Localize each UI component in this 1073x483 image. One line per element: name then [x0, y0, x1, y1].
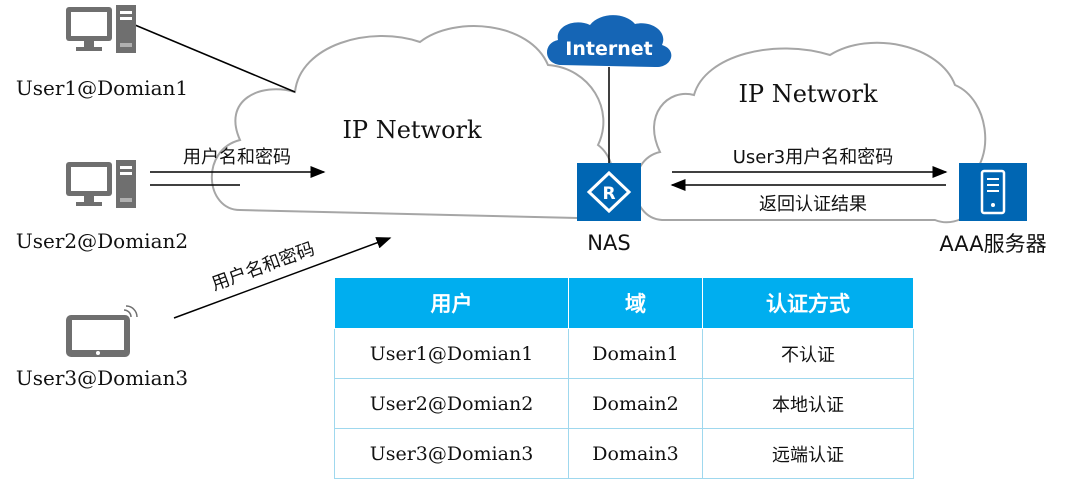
nas-to-aaa-label: User3用户名和密码 [733, 147, 893, 168]
router-icon: R [577, 163, 641, 221]
cell-domain: Domain1 [568, 328, 703, 379]
user3-label: User3@Domian3 [16, 366, 188, 390]
nas-label: NAS [587, 231, 630, 255]
header-auth-method: 认证方式 [702, 277, 914, 329]
internet-cloud [546, 15, 672, 68]
aaa-server-label: AAA服务器 [939, 232, 1046, 256]
header-domain: 域 [568, 277, 703, 329]
user2-label: User2@Domian2 [16, 229, 188, 253]
user1-cloud-link [134, 24, 296, 93]
svg-text:R: R [602, 184, 615, 204]
user2-arrow-label: 用户名和密码 [183, 147, 291, 168]
server-icon [959, 163, 1027, 221]
cell-user: User3@Domian3 [334, 428, 569, 479]
desktop-pc-icon [66, 5, 136, 53]
user1-label: User1@Domian1 [16, 76, 188, 100]
cell-domain: Domain2 [568, 378, 703, 429]
tablet-wifi-icon [66, 305, 138, 357]
internet-label: Internet [565, 38, 652, 60]
right-cloud-label: IP Network [738, 80, 878, 108]
table-row: User3@Domian3 Domain3 远端认证 [334, 428, 914, 479]
cell-user: User1@Domian1 [334, 328, 569, 379]
left-cloud-label: IP Network [342, 116, 482, 144]
user3-arrow-label: 用户名和密码 [209, 238, 318, 295]
cell-auth-method: 远端认证 [702, 428, 914, 479]
table-row: User2@Domian2 Domain2 本地认证 [334, 378, 914, 429]
aaa-to-nas-label: 返回认证结果 [759, 194, 867, 215]
cell-domain: Domain3 [568, 428, 703, 479]
user3-to-cloud-arrow [173, 237, 392, 319]
cell-user: User2@Domian2 [334, 378, 569, 429]
cell-auth-method: 本地认证 [702, 378, 914, 429]
desktop-pc-icon [66, 160, 136, 208]
cell-auth-method: 不认证 [702, 328, 914, 379]
table-row: User1@Domian1 Domain1 不认证 [334, 328, 914, 379]
header-user: 用户 [334, 277, 569, 329]
auth-table: 用户 域 认证方式 User1@Domian1 Domain1 不认证 User… [334, 277, 914, 479]
table-header-row: 用户 域 认证方式 [334, 277, 914, 329]
